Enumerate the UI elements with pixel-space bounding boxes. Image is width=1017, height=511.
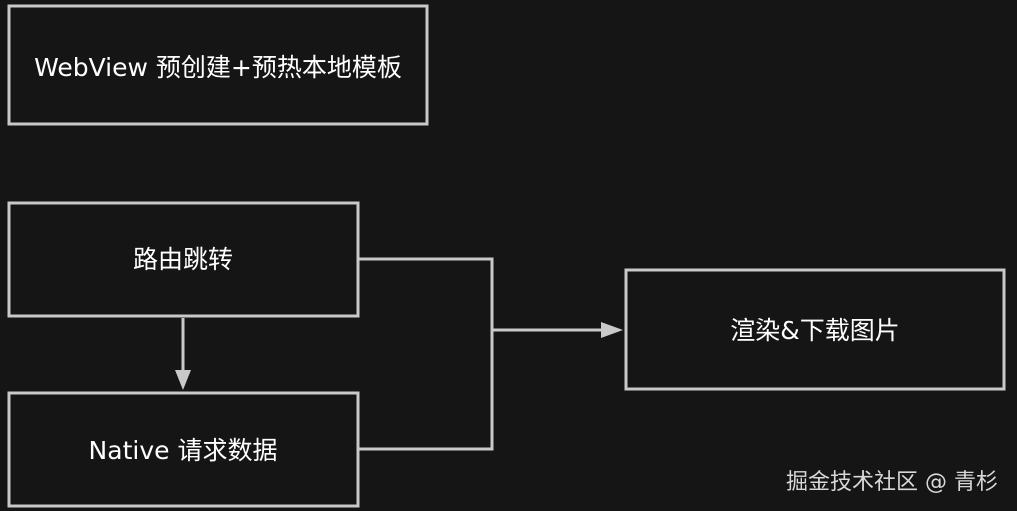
node-webview-prewarm-box xyxy=(7,4,429,126)
node-render-download: 渲染&下载图片 xyxy=(624,268,1006,391)
node-render-download-label: 渲染&下载图片 xyxy=(730,316,900,345)
node-native-request: Native 请求数据 xyxy=(7,391,360,508)
edge-route-to-native-arrowhead xyxy=(175,370,191,390)
edge-merge-to-render-arrowhead xyxy=(601,322,623,338)
edge-route-to-render xyxy=(359,257,494,330)
node-route-jump: 路由跳转 xyxy=(7,201,360,318)
edge-route-to-native xyxy=(175,318,191,390)
edge-native-to-render-line xyxy=(359,330,494,451)
node-route-jump-label: 路由跳转 xyxy=(133,245,233,274)
node-native-request-box xyxy=(7,391,360,508)
node-native-request-label: Native 请求数据 xyxy=(89,436,278,465)
node-render-download-box xyxy=(624,268,1006,391)
edge-merge-to-render xyxy=(492,322,623,338)
node-webview-prewarm-label: WebView 预创建+预热本地模板 xyxy=(34,53,402,82)
watermark-label: 掘金技术社区 @ 青杉 xyxy=(786,470,998,495)
node-route-jump-box xyxy=(7,201,360,318)
edge-route-to-render-line xyxy=(359,257,494,330)
node-webview-prewarm: WebView 预创建+预热本地模板 xyxy=(7,4,429,126)
edge-native-to-render xyxy=(359,330,494,451)
